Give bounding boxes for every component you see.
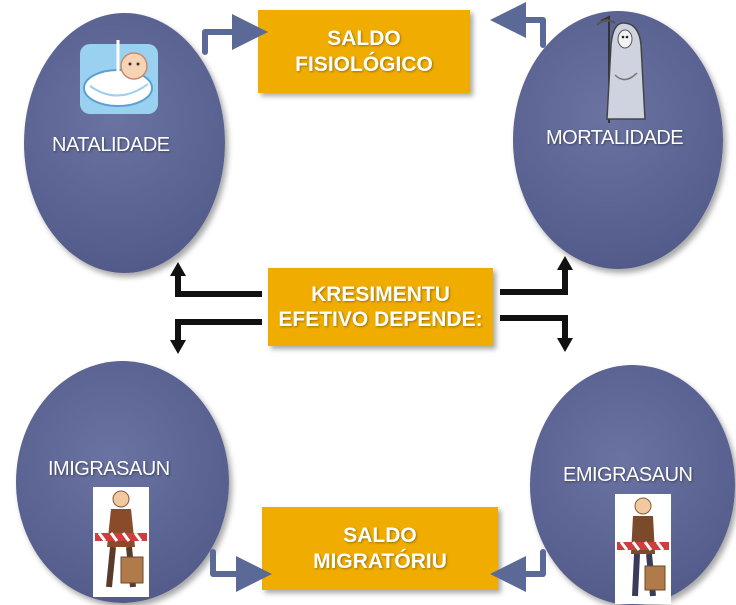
- traveler-with-suitcase-icon: [615, 494, 671, 604]
- arrow-kresimentu-to-emigrasaun: [500, 315, 573, 352]
- kresimentu-line1: KRESIMENTU: [311, 282, 450, 306]
- saldo-migratoriu-box: SALDO MIGRATÓRIU: [262, 507, 498, 590]
- arrow-mortalidade-to-saldo-fisiologico: [490, 2, 546, 48]
- kresimentu-line2: EFETIVO DEPENDE:: [278, 308, 483, 331]
- emigrasaun-label: EMIGRASAUN: [563, 464, 693, 486]
- arrow-kresimentu-to-imigrasaun: [170, 319, 262, 354]
- imigrasaun-label: IMIGRASAUN: [48, 458, 170, 480]
- saldo-fisiologico-line1: SALDO: [327, 27, 401, 51]
- traveler-with-suitcase-icon: [93, 487, 149, 597]
- arrow-natalidade-to-saldo-fisiologico: [202, 14, 268, 55]
- baby-in-stork-sling-icon: [80, 40, 158, 114]
- kresimentu-box: KRESIMENTU EFETIVO DEPENDE:: [268, 268, 493, 346]
- arrow-imigrasaun-to-saldo-migratoriu: [210, 549, 272, 592]
- saldo-fisiologico-box: SALDO FISIOLÓGICO: [258, 10, 470, 93]
- natalidade-label: NATALIDADE: [52, 134, 170, 156]
- saldo-migratoriu-line2: MIGRATÓRIU: [313, 549, 447, 573]
- grim-reaper-icon: [596, 15, 646, 123]
- saldo-migratoriu-line1: SALDO: [343, 524, 417, 548]
- arrow-emigrasaun-to-saldo-migratoriu: [490, 549, 546, 592]
- arrow-kresimentu-to-mortalidade: [500, 256, 573, 295]
- mortalidade-label: MORTALIDADE: [546, 127, 684, 149]
- saldo-fisiologico-line2: FISIOLÓGICO: [295, 52, 433, 76]
- arrow-kresimentu-to-natalidade: [170, 262, 262, 297]
